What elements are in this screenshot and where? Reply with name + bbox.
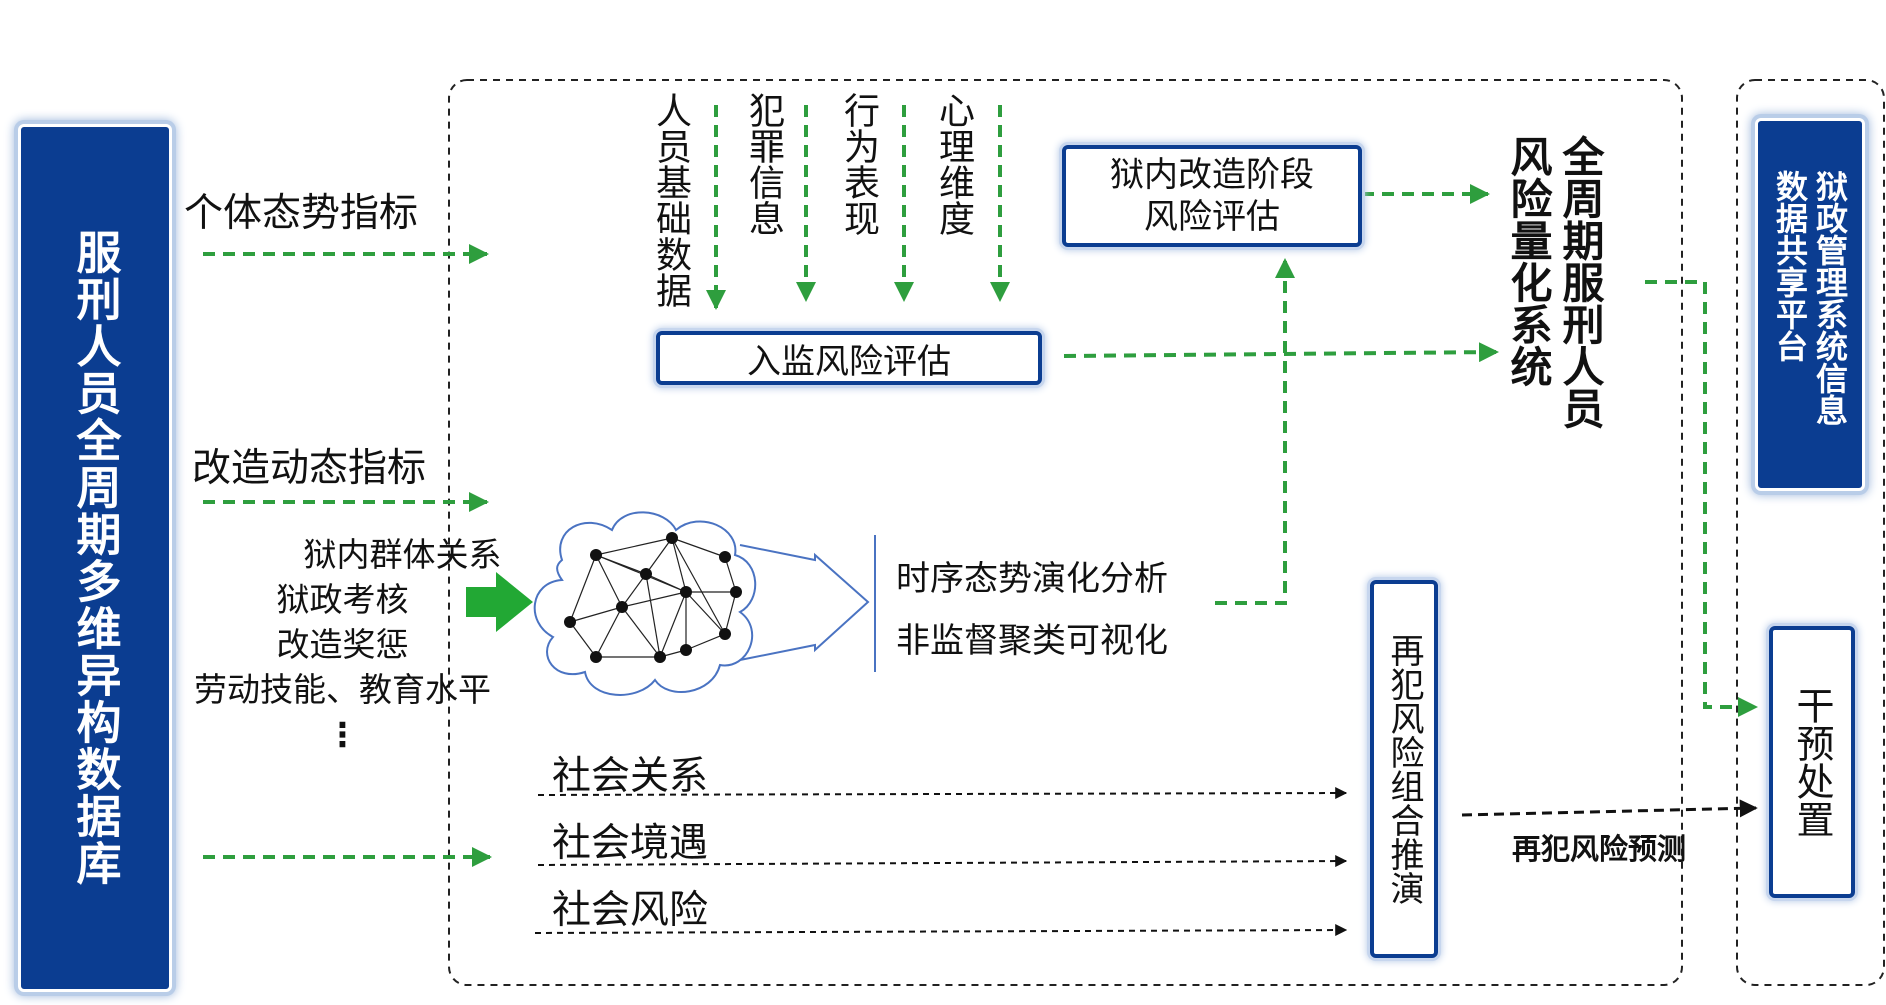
prison-stage-line2: 风险评估: [1144, 197, 1280, 237]
reform-items: 狱内群体关系 狱政考核 改造奖惩 劳动技能、教育水平 ⋮: [170, 532, 515, 757]
arrow-system-to-intervention: [1645, 280, 1758, 717]
social-risk-label: 社会风险: [552, 888, 709, 933]
prison-stage-line1: 狱内改造阶段: [1110, 155, 1314, 195]
network-nodes: [564, 532, 742, 663]
admission-assessment-label: 入监风险评估: [747, 341, 951, 382]
network-cloud: [533, 511, 757, 696]
social-situation-label: 社会境遇: [552, 821, 709, 866]
reform-item: 狱政考核: [276, 580, 409, 619]
arrow-social-relation: [537, 787, 1348, 800]
arrow-social-risk: [534, 924, 1348, 937]
ellipsis: ⋮: [326, 715, 359, 754]
arrow-social-situation: [537, 855, 1348, 868]
dimension-crime-info: 犯罪信息: [743, 92, 784, 236]
process-frame: [448, 79, 1683, 986]
prediction-label: 再犯风险预测: [1512, 832, 1687, 866]
dimension-behavior: 行为表现: [838, 92, 879, 236]
dimension-psychology: 心理维度: [933, 92, 974, 236]
social-relation-label: 社会关系: [552, 754, 709, 799]
analysis-text: 时序态势演化分析 非监督聚类可视化: [896, 548, 1168, 672]
arrow-analysis-to-stage: [1215, 258, 1295, 605]
individual-indicator-label: 个体态势指标: [184, 191, 419, 236]
analysis-line1: 时序态势演化分析: [896, 559, 1168, 599]
green-solid-arrow: [466, 572, 533, 632]
analysis-line2: 非监督聚类可视化: [896, 621, 1168, 661]
intervention-label: 干预处置: [1790, 686, 1834, 838]
reform-item: 改造奖惩: [276, 625, 409, 664]
platform-box: 狱政管理系统信息数据共享平台: [1755, 118, 1865, 491]
system-title: 全周期服刑人员风险量化系统: [1504, 135, 1605, 429]
recidivism-combo-box: 再犯风险组合推演: [1370, 580, 1438, 958]
prison-stage-box: 狱内改造阶段 风险评估: [1062, 145, 1362, 247]
intervention-box: 干预处置: [1769, 626, 1855, 898]
arrow-prediction: [1461, 799, 1758, 818]
recidivism-combo-label: 再犯风险组合推演: [1384, 633, 1424, 905]
analysis-arrow-outline: [739, 544, 870, 661]
reform-item: 劳动技能、教育水平: [194, 670, 491, 709]
database-box: 服刑人员全周期多维异构数据库: [18, 124, 172, 992]
database-label: 服刑人员全周期多维异构数据库: [68, 229, 122, 887]
dimension-basic-data: 人员基础数据: [650, 92, 691, 308]
output-frame: [1736, 79, 1885, 986]
network-edges: [569, 537, 737, 658]
admission-assessment-box: 入监风险评估: [656, 331, 1042, 385]
platform-label: 狱政管理系统信息数据共享平台: [1771, 169, 1849, 426]
arrow-admission-to-system: [1063, 342, 1499, 363]
reform-indicator-label: 改造动态指标: [192, 446, 427, 491]
reform-item: 狱内群体关系: [303, 535, 502, 574]
